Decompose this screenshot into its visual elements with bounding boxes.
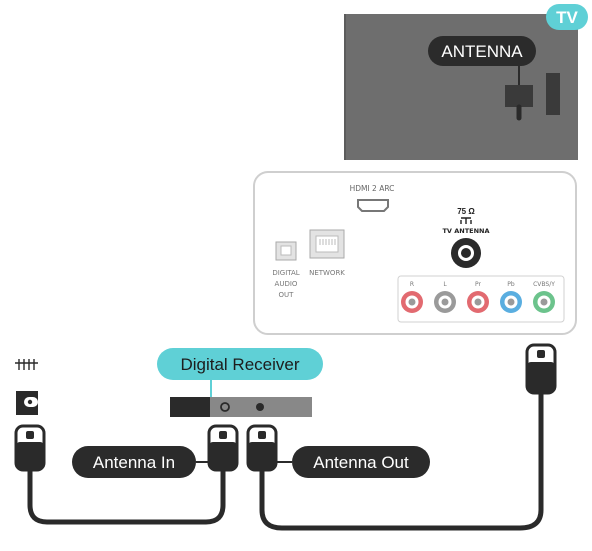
receiver-port-out [256, 403, 264, 411]
antenna-pill: ANTENNA [428, 36, 536, 66]
coax-plug-receiver-out [246, 424, 278, 472]
hdmi-port [357, 199, 389, 212]
antenna-pill-label: ANTENNA [441, 42, 523, 61]
wall-antenna-icon [15, 359, 38, 415]
tv-badge: TV [546, 4, 588, 30]
antenna-in-label: Antenna In [93, 453, 175, 472]
av-port-label: CVBS/Y [533, 281, 555, 288]
digital-audio-label-3: OUT [279, 291, 295, 299]
tv-badge-text: TV [556, 8, 578, 27]
av-port-label: Pb [507, 281, 515, 288]
tv-antenna-label: TV ANTENNA [443, 227, 490, 235]
cables [27, 104, 544, 531]
hdmi-label: HDMI 2 ARC [350, 184, 395, 193]
digital-audio-label-1: DIGITAL [272, 269, 299, 277]
coax-plug-receiver-in [207, 424, 239, 472]
av-port-label: Pr [475, 281, 482, 288]
coax-plug-wall [14, 424, 46, 472]
antenna-in-callout: Antenna In [72, 446, 209, 478]
av-port-label: L [443, 281, 447, 288]
antenna-out-label: Antenna Out [313, 453, 409, 472]
digital-receiver-label: Digital Receiver [180, 355, 299, 374]
coax-plug-tv [525, 343, 557, 395]
receiver-port-in [220, 402, 230, 412]
antenna-out-callout: Antenna Out [276, 446, 430, 478]
tv-back-panel [344, 14, 578, 160]
tv-side-connector [546, 73, 560, 115]
tv-antenna-socket [505, 85, 533, 107]
network-label: NETWORK [309, 269, 345, 277]
av-ports: R L Pr Pb CVBS/Y [401, 281, 555, 313]
digital-audio-label-2: AUDIO [275, 280, 298, 288]
antenna-symbol-icon [460, 217, 472, 224]
rear-connection-panel: HDMI 2 ARC 75 Ω TV ANTENNA DIGITAL AUDIO… [253, 171, 577, 335]
digital-receiver-callout: Digital Receiver [157, 348, 323, 397]
av-port-label: R [410, 281, 414, 288]
impedance-label: 75 Ω [457, 207, 475, 216]
digital-receiver-box [170, 397, 312, 417]
